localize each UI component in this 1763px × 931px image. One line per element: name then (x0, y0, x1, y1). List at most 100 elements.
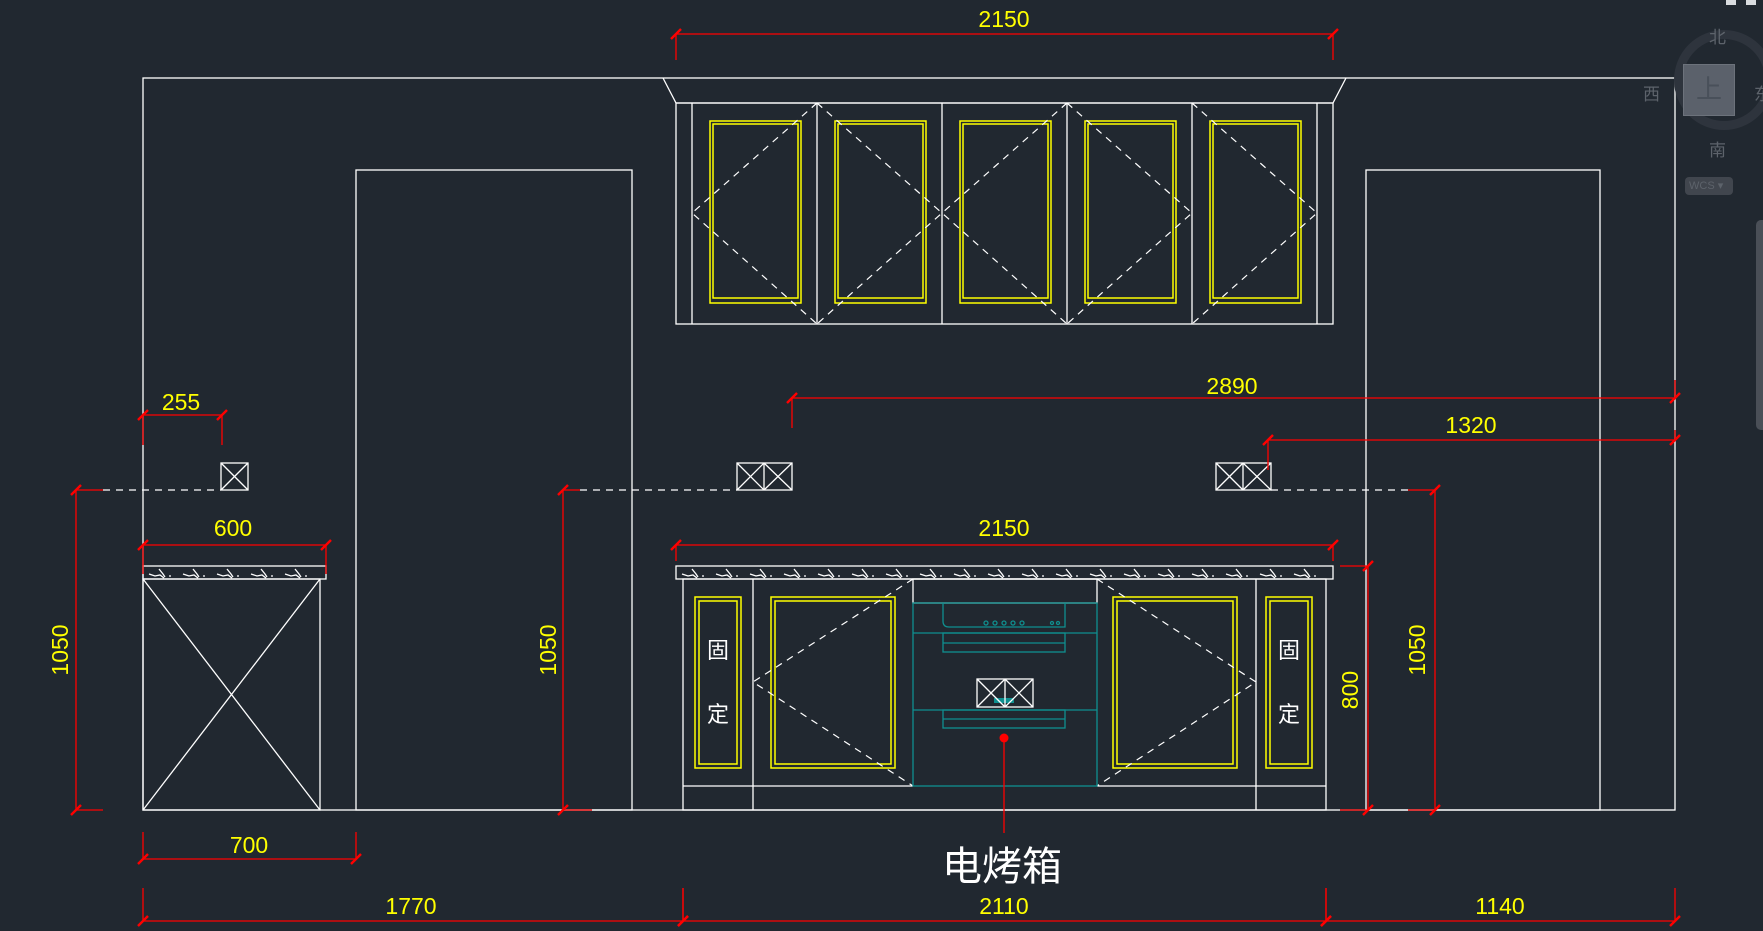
dim-text-1050-left: 1050 (47, 624, 73, 675)
dim-text-2110: 2110 (979, 893, 1028, 919)
dim-tick (350, 853, 362, 865)
dim-tick (1327, 28, 1339, 40)
hatch-mark (284, 568, 307, 579)
compass-east[interactable]: 东 (1754, 85, 1763, 105)
countertop-hatch (148, 568, 1316, 579)
door-panel-inner (837, 123, 924, 299)
door-swing-line (816, 102, 943, 325)
dim-tick (70, 804, 82, 816)
hatch-mark (148, 568, 171, 579)
oven-socket (976, 678, 1034, 708)
dim-tick (1669, 915, 1681, 927)
compass-north[interactable]: 北 (1709, 28, 1726, 48)
hatch-mark (783, 568, 806, 579)
door-panel-inner (1212, 123, 1299, 299)
dim-text-1770: 1770 (385, 893, 436, 919)
wcs-label: WCS (1689, 180, 1715, 192)
viewcube-face-top[interactable]: 上 (1683, 64, 1735, 116)
dim-text-700: 700 (230, 832, 268, 858)
dim-text-1050-right: 1050 (1404, 624, 1430, 675)
hatch-mark (919, 568, 942, 579)
wcs-dropdown[interactable]: WCS ▾ (1685, 177, 1733, 195)
door-panel-inner (712, 123, 799, 299)
dim-tick (670, 539, 682, 551)
dim-tick (1429, 484, 1441, 496)
hatch-mark (851, 568, 874, 579)
fixed-label-left-top: 固 (707, 639, 729, 664)
dim-tick (557, 804, 569, 816)
dim-text-800: 800 (1337, 671, 1363, 709)
hatch-mark (1191, 568, 1214, 579)
upper-cabinet (662, 77, 1347, 325)
hatch-mark (817, 568, 840, 579)
socket-left (103, 462, 249, 491)
viewcube[interactable]: 北 南 西 东 上 WCS ▾ (1640, 20, 1763, 200)
left-door-opening (355, 169, 633, 811)
compass-west[interactable]: 西 (1643, 85, 1660, 105)
fixed-label-right-top: 固 (1278, 639, 1300, 664)
oven-label: 电烤箱 (942, 844, 1062, 890)
hatch-mark (749, 568, 772, 579)
navigation-bar[interactable] (1756, 220, 1763, 430)
upper-door (1066, 102, 1193, 325)
hatch-mark (885, 568, 908, 579)
wall-outline (142, 77, 1676, 811)
socket-center (580, 462, 793, 491)
hatch-mark (1089, 568, 1112, 579)
hatch-mark (1225, 568, 1248, 579)
oven-appliance (912, 578, 1098, 787)
dim-text-base-2150: 2150 (978, 515, 1029, 541)
dim-tick (320, 539, 332, 551)
dim-tick (557, 484, 569, 496)
dim-tick (1429, 804, 1441, 816)
upper-door (1191, 102, 1318, 325)
dim-tick (1669, 434, 1681, 446)
door-swing-line (941, 102, 1068, 325)
hatch-mark (1259, 568, 1282, 579)
dim-tick (137, 915, 149, 927)
dim-text-1320: 1320 (1445, 412, 1496, 438)
hatch-mark (250, 568, 273, 579)
dim-tick (137, 539, 149, 551)
compass-south[interactable]: 南 (1709, 141, 1726, 161)
dim-text-1050-mid: 1050 (535, 624, 561, 675)
door-panel-outer (834, 120, 927, 304)
hatch-mark (1123, 568, 1146, 579)
dim-tick (1327, 539, 1339, 551)
upper-door (816, 102, 943, 325)
door-panel-outer (959, 120, 1052, 304)
dim-tick (216, 409, 228, 421)
dim-tick (137, 853, 149, 865)
door-panel-outer (1084, 120, 1177, 304)
dim-text-upper-2150: 2150 (978, 6, 1029, 32)
window-restore-icon[interactable] (1746, 0, 1756, 5)
dim-tick (137, 409, 149, 421)
socket-right (1215, 462, 1408, 491)
hatch-mark (987, 568, 1010, 579)
window-control-icon[interactable] (1726, 0, 1736, 5)
dim-tick (1362, 560, 1374, 572)
upper-door (691, 102, 818, 325)
door-panel-inner (1087, 123, 1174, 299)
dim-tick (1262, 434, 1274, 446)
dim-tick (1669, 392, 1681, 404)
hatch-mark (1157, 568, 1180, 579)
door-swing-line (691, 102, 818, 325)
hatch-mark (715, 568, 738, 579)
hatch-mark (216, 568, 239, 579)
door-panel-outer (1209, 120, 1302, 304)
left-base-cabinet (142, 565, 327, 811)
fixed-label-left-bottom: 定 (707, 703, 729, 728)
door-swing-line (1191, 102, 1318, 325)
upper-door (941, 102, 1068, 325)
hatch-mark (1293, 568, 1316, 579)
dimension-lines (70, 28, 1681, 927)
door-panel-inner (962, 123, 1049, 299)
dim-text-600: 600 (214, 515, 252, 541)
hatch-mark (1055, 568, 1078, 579)
compass-ring[interactable] (1674, 30, 1763, 130)
upper-cabinet-doors (691, 102, 1318, 325)
door-swing-line (1066, 102, 1193, 325)
dim-text-255: 255 (162, 389, 200, 415)
